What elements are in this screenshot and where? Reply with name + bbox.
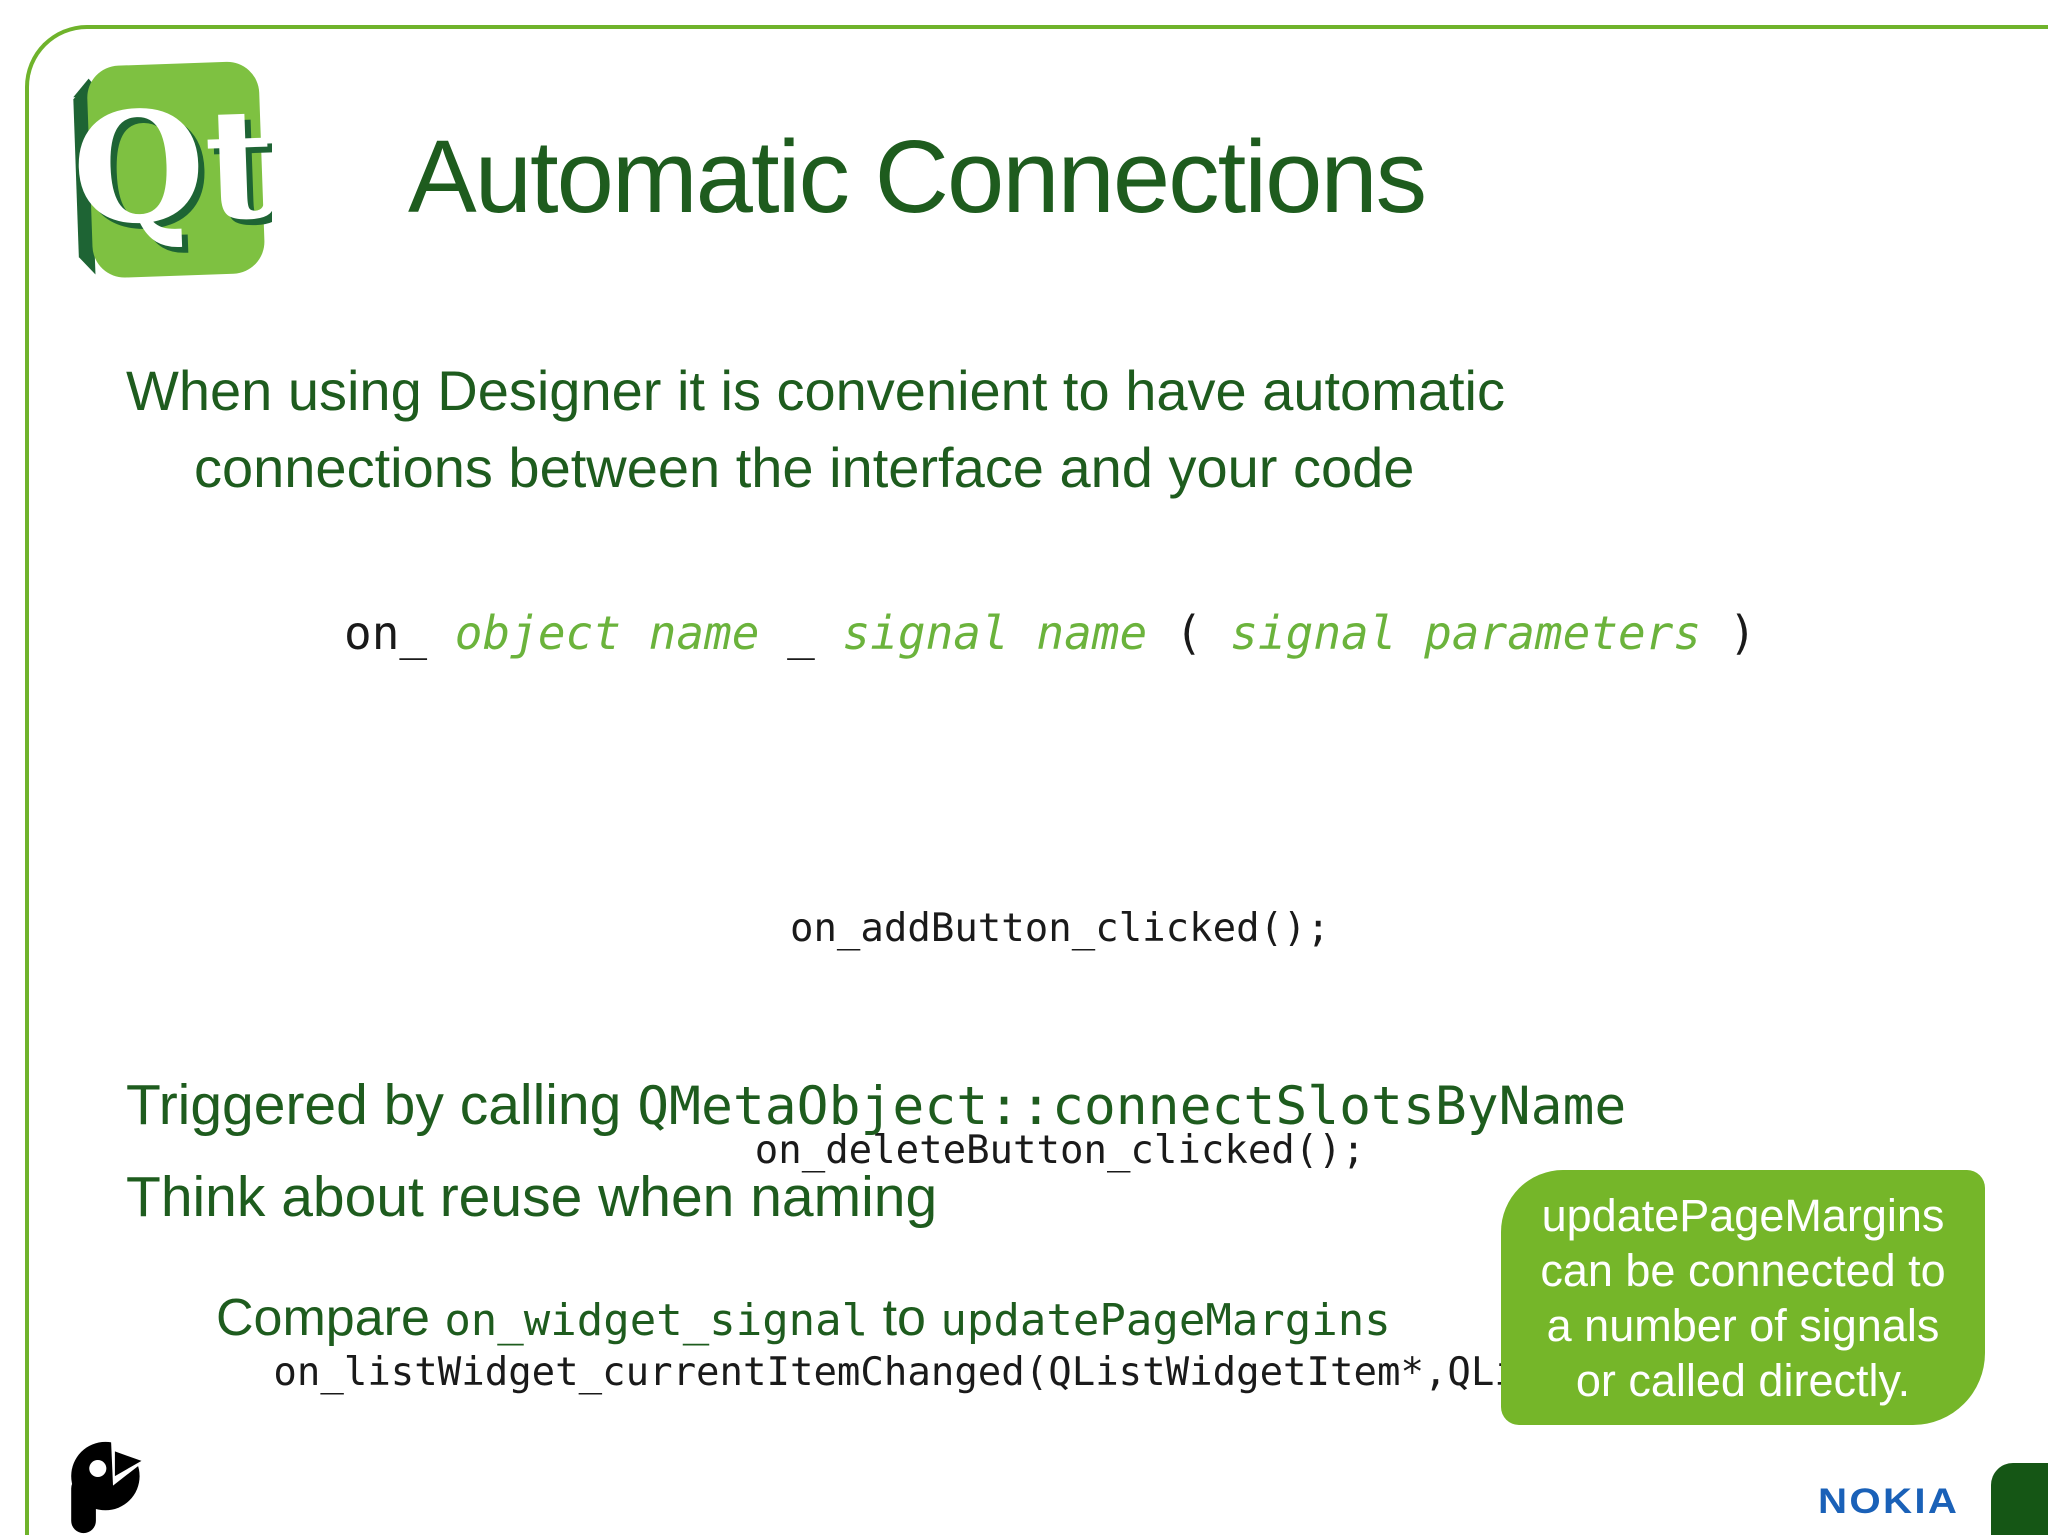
triggered-label: Triggered by calling xyxy=(126,1073,638,1137)
pattern-underscore-2: _ xyxy=(759,606,843,660)
pattern-signal-parameters: signal parameters xyxy=(1230,606,1702,660)
pattern-underscore-1: _ xyxy=(399,606,455,660)
compare-line: Compare on_widget_signal to updatePageMa… xyxy=(216,1288,1391,1348)
pattern-close-paren: ) xyxy=(1701,606,1757,660)
pelican-logo-icon xyxy=(71,1441,148,1534)
qt-logo-text-shadow: Qt xyxy=(76,79,272,265)
pattern-object-name: object name xyxy=(454,606,760,660)
slot-naming-pattern: on_ object name _ signal name ( signal p… xyxy=(344,606,1756,660)
bubble-line-2: can be connected to xyxy=(1540,1244,1946,1296)
qt-logo-icon: Qt Qt xyxy=(69,61,272,278)
bubble-line-1: updatePageMargins xyxy=(1541,1189,1945,1241)
bubble-line-4: or called directly. xyxy=(1575,1354,1911,1406)
reuse-line: Think about reuse when naming xyxy=(126,1165,938,1229)
triggered-line: Triggered by calling QMetaObject::connec… xyxy=(126,1072,1626,1138)
pattern-open-paren: ( xyxy=(1147,606,1231,660)
nokia-logo: NOKIA xyxy=(1818,1482,1960,1521)
pattern-on: on xyxy=(344,606,400,660)
qt-logo-face xyxy=(87,61,265,278)
pelican-beak xyxy=(114,1451,142,1477)
pattern-signal-name: signal name xyxy=(842,606,1148,660)
triggered-code: QMetaObject::connectSlotsByName xyxy=(637,1076,1627,1137)
intro-line-1: When using Designer it is convenient to … xyxy=(126,359,1505,422)
compare-to: to xyxy=(868,1289,941,1347)
compare-label: Compare xyxy=(216,1289,445,1347)
compare-code-2: updatePageMargins xyxy=(940,1295,1391,1346)
speech-bubble: updatePageMargins can be connected to a … xyxy=(1501,1170,1985,1425)
qt-logo-text: Qt xyxy=(69,73,272,259)
bubble-line-3: a number of signals xyxy=(1546,1299,1940,1351)
corner-accent xyxy=(1991,1463,2048,1535)
intro-paragraph: When using Designer it is convenient to … xyxy=(126,352,1505,506)
pelican-eye xyxy=(89,1459,107,1478)
intro-line-2: connections between the interface and yo… xyxy=(194,436,1415,499)
code-example-add-button: on_addButton_clicked(); xyxy=(789,906,1331,951)
slide-title: Automatic Connections xyxy=(408,119,1427,234)
compare-code-1: on_widget_signal xyxy=(444,1295,869,1346)
code-example-delete-button: on_deleteButton_clicked(); xyxy=(754,1128,1366,1173)
pelican-stem xyxy=(71,1476,96,1534)
